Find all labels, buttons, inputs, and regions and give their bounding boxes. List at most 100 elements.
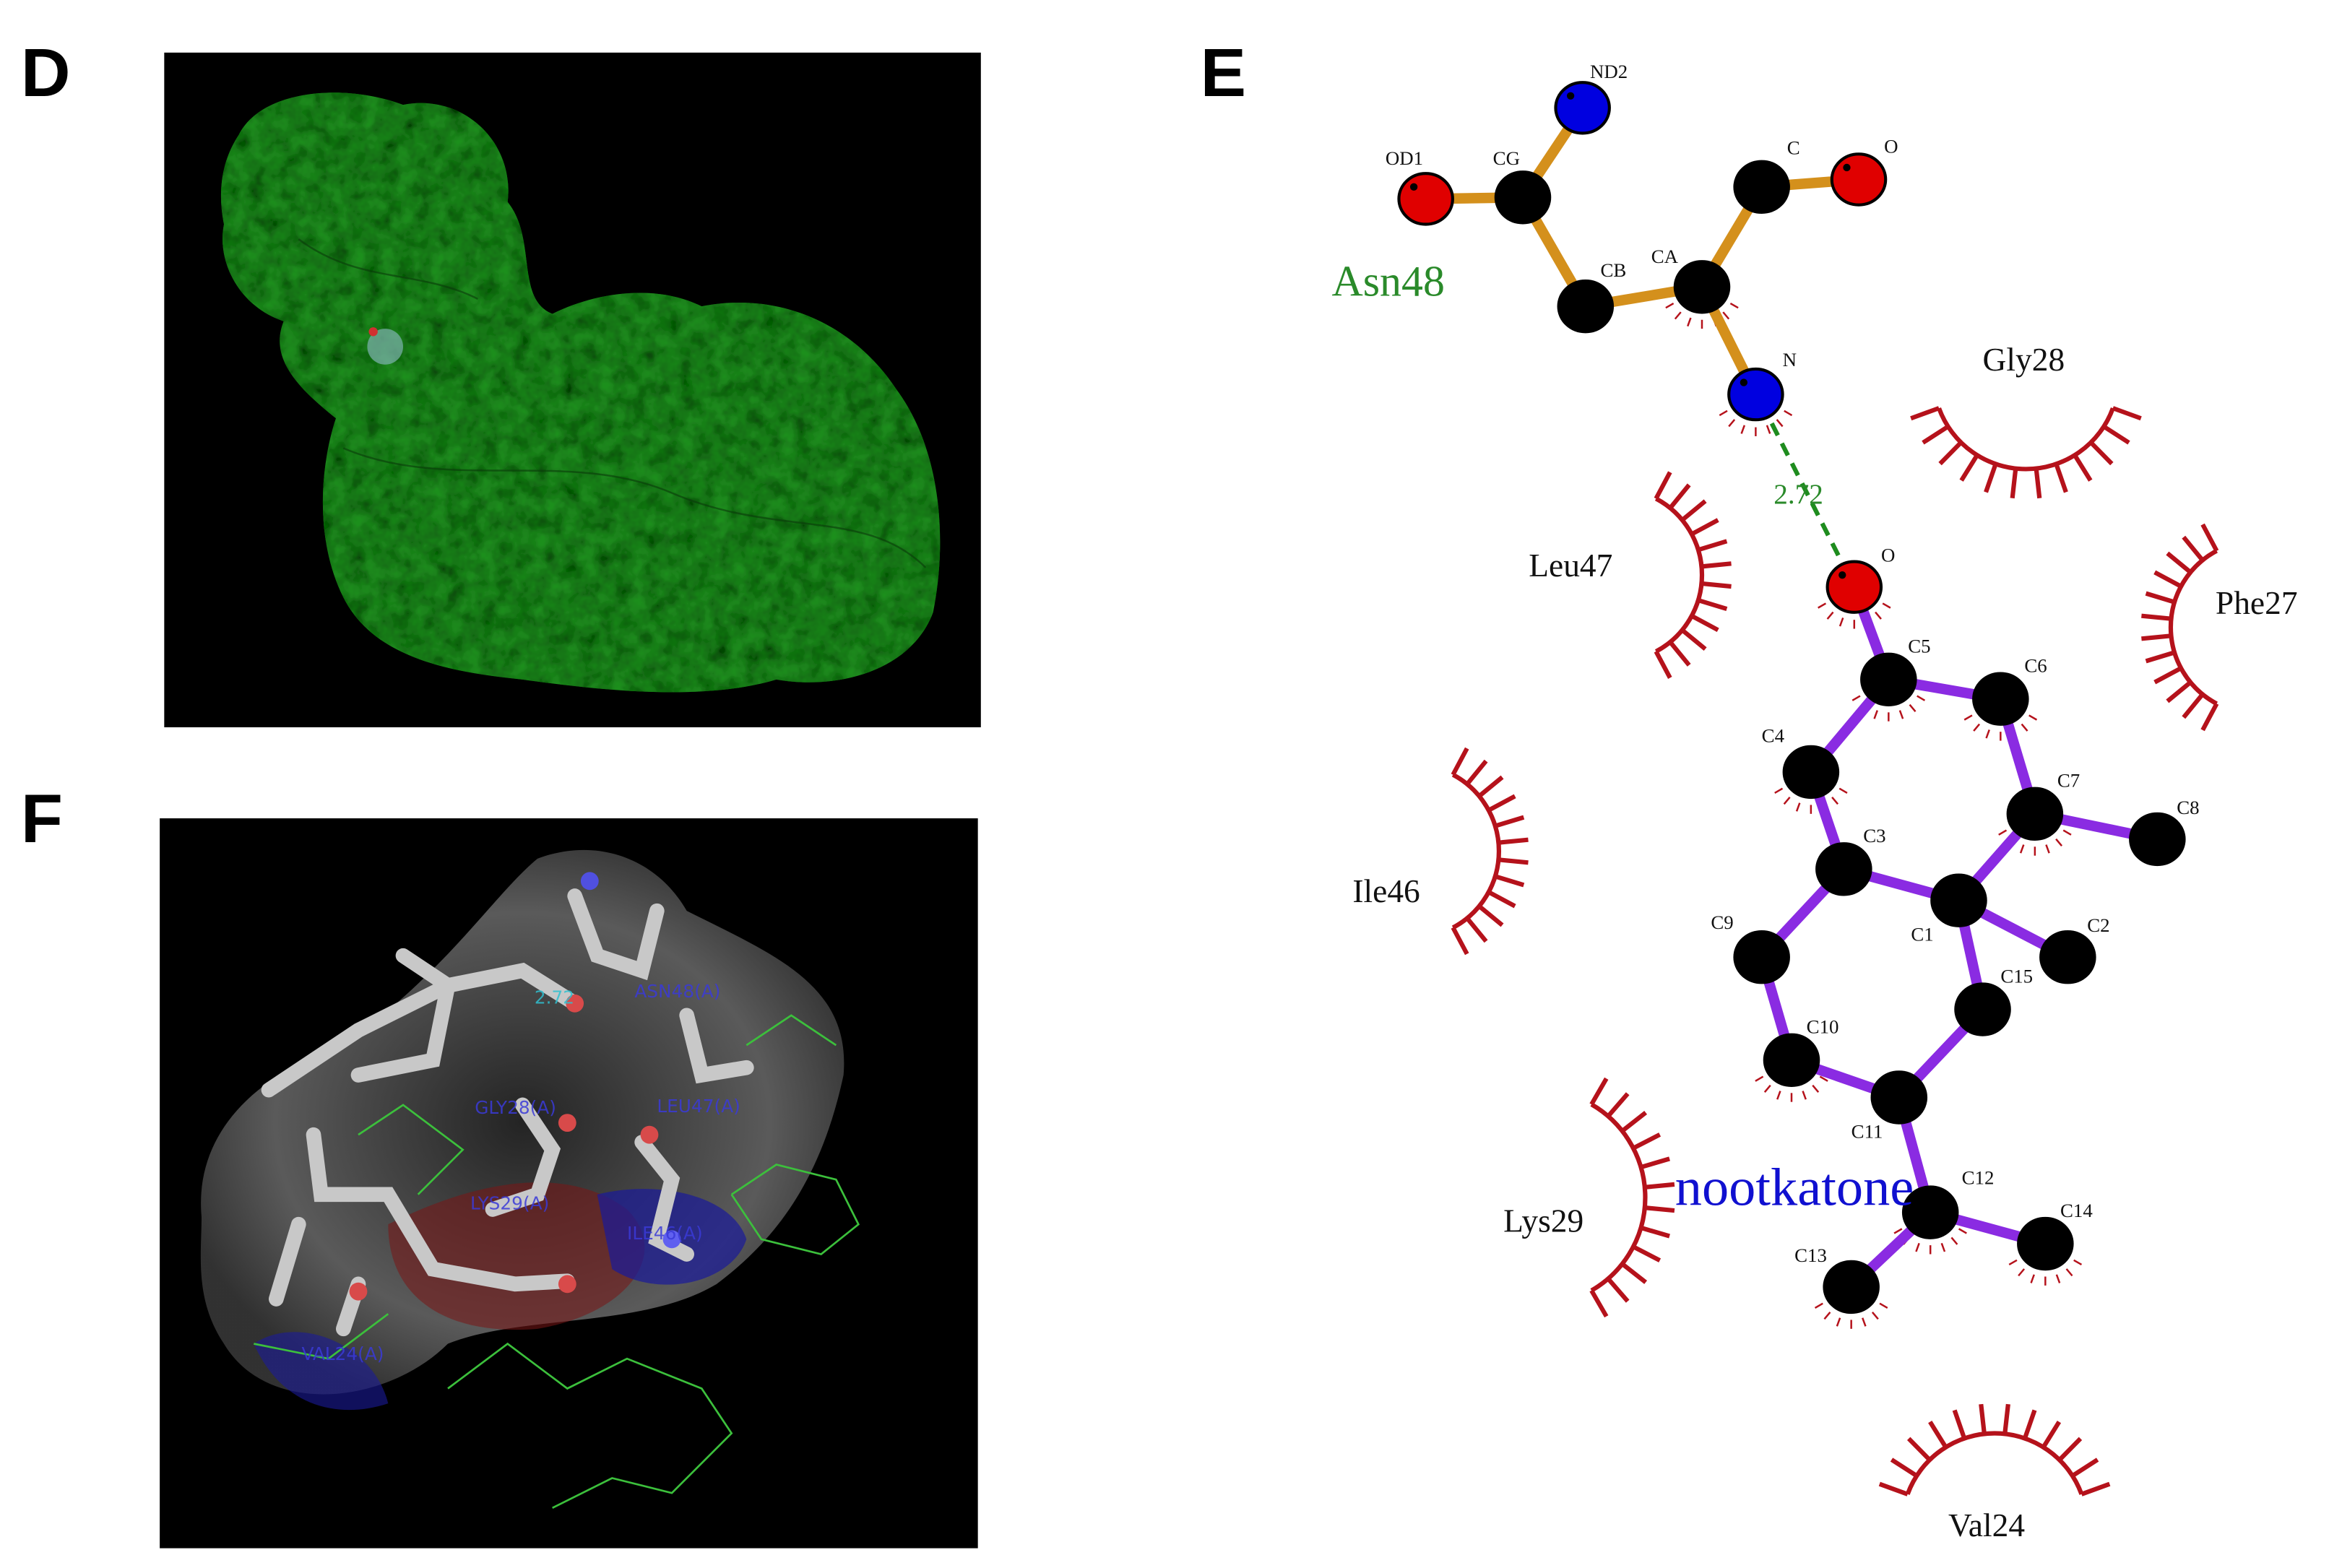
contact-tick — [1823, 1311, 1831, 1320]
ligand-atom-c6 — [1972, 672, 2029, 726]
ligand-atom-c11 — [1870, 1070, 1928, 1125]
atom-highlight — [558, 1275, 576, 1294]
ligand-atom-label: C9 — [1711, 911, 1733, 933]
ligand-atom-label: C8 — [2177, 797, 2199, 818]
ligand-name-label: nootkatone — [1675, 1158, 1914, 1217]
atom-highlight — [662, 1230, 681, 1249]
contact-tick — [1774, 787, 1784, 794]
residue-label-lys29: Lys29 — [1503, 1203, 1583, 1239]
residue-label-gly28: Gly28 — [1983, 341, 2065, 378]
contact-tick — [1687, 317, 1692, 327]
residue-stick — [567, 888, 665, 981]
contact-tick — [1862, 1317, 1867, 1327]
ligand-atom-label: C13 — [1794, 1244, 1827, 1266]
ligand-atom-label: C4 — [1762, 725, 1785, 747]
contact-tick — [1783, 796, 1791, 805]
contact-tick — [1879, 1302, 1888, 1309]
ligand-atom-c3 — [1815, 842, 1872, 896]
contact-tick — [2065, 1268, 2073, 1277]
contact-tick — [1958, 1228, 1967, 1234]
ligand-atom-c7 — [2006, 787, 2064, 841]
contact-tick — [1795, 802, 1801, 812]
contact-tick — [1812, 1084, 1820, 1093]
ligand-atom-c5 — [1860, 652, 1917, 707]
residue-label-asn48: ASN48(A) — [634, 981, 720, 1002]
contact-tick — [1729, 302, 1739, 309]
ligand-atom-c14 — [2017, 1216, 2074, 1271]
contact-tick — [2021, 723, 2028, 732]
contact-tick — [2028, 714, 2038, 721]
hbond-distance-label: 2.72 — [1773, 479, 1823, 510]
contact-tick — [1763, 1084, 1771, 1093]
residue-stick — [269, 1216, 306, 1307]
contact-tick — [1871, 1311, 1879, 1320]
residue-atom-c — [1733, 160, 1790, 215]
ligand-wire — [358, 1104, 464, 1195]
atom-highlight — [580, 872, 599, 891]
residue-label-ile46: ILE46(A) — [627, 1223, 703, 1244]
residue-label-asn48: Asn48 — [1331, 258, 1444, 306]
contact-tick — [1851, 695, 1861, 701]
contact-tick — [1950, 1236, 1958, 1245]
contact-tick — [2030, 1274, 2035, 1283]
ligand-wire — [447, 1342, 733, 1509]
contact-tick — [1776, 1091, 1781, 1100]
residue-atom-o — [1830, 152, 1888, 207]
residue-label-gly28: GLY28(A) — [475, 1097, 556, 1118]
panel-label-e: E — [1201, 35, 1246, 111]
hydrophobic-contact-arc-val24 — [1878, 1403, 2111, 1496]
residue-stick — [485, 1097, 561, 1217]
distance-label-f: 2.72 — [535, 987, 574, 1008]
residue-atom-od1 — [1397, 172, 1454, 226]
ligand-wire — [254, 1313, 389, 1360]
residue-atom-label: C — [1787, 137, 1800, 158]
panel-f-binding-pocket: 2.72 ASN48(A) GLY28(A) LEU47(A) LYS29(A)… — [160, 818, 978, 1548]
residue-atom-label: CG — [1493, 147, 1520, 169]
hydrophobic-contact-arc-lys29 — [1589, 1077, 1675, 1318]
contact-tick — [1818, 602, 1827, 609]
ligand-atom-label: C5 — [1908, 636, 1930, 657]
hydrophobic-contact-arc-gly28 — [1910, 406, 2142, 499]
atom-highlight — [558, 1114, 576, 1132]
ligand-atom-label: C6 — [2024, 655, 2047, 677]
ligand-atom-c13 — [1823, 1260, 1880, 1314]
contact-tick — [1766, 425, 1771, 434]
ligand-atom-c8 — [2129, 812, 2186, 867]
contact-tick — [1898, 710, 1904, 719]
residue-atom-label: O — [1884, 135, 1898, 157]
contact-tick — [2055, 838, 2063, 846]
contact-tick — [1963, 714, 1973, 721]
contact-tick — [1875, 611, 1882, 620]
contact-tick — [1915, 1242, 1920, 1252]
residue-atom-ca — [1673, 260, 1731, 314]
contact-tick — [1940, 1242, 1946, 1252]
contact-tick — [2073, 1259, 2083, 1266]
ligand-wire — [730, 1164, 860, 1255]
hydrophobic-contact-arc-ile46 — [1451, 747, 1529, 956]
ligand-atom-c9 — [1733, 930, 1790, 984]
contact-tick — [1882, 602, 1891, 609]
contact-tick — [1719, 410, 1728, 417]
ligand-atom-label: C1 — [1911, 924, 1933, 945]
ligand-atom-c10 — [1763, 1033, 1820, 1088]
panel-d-protein-surface — [164, 52, 981, 727]
atom-highlight — [566, 994, 584, 1013]
hydrophobic-contact-arc-phe27 — [2141, 523, 2219, 732]
atom-highlight — [640, 1125, 659, 1144]
residue-label-val24: Val24 — [1948, 1507, 2025, 1543]
contact-tick — [1826, 611, 1834, 620]
atom-highlight — [349, 1282, 368, 1301]
ligand-wire — [746, 1014, 837, 1047]
ligand-atom-label: C7 — [2057, 770, 2080, 792]
contact-tick — [1873, 710, 1878, 719]
panel-label-f: F — [21, 781, 63, 857]
residue-atom-label: ND2 — [1590, 61, 1628, 82]
contact-tick — [1802, 1091, 1807, 1100]
contact-tick — [2055, 1274, 2061, 1283]
contact-tick — [1740, 425, 1746, 434]
residue-atom-n — [1727, 367, 1784, 422]
residue-label-lys29: LYS29(A) — [470, 1193, 549, 1214]
residue-atom-label: N — [1783, 349, 1797, 371]
